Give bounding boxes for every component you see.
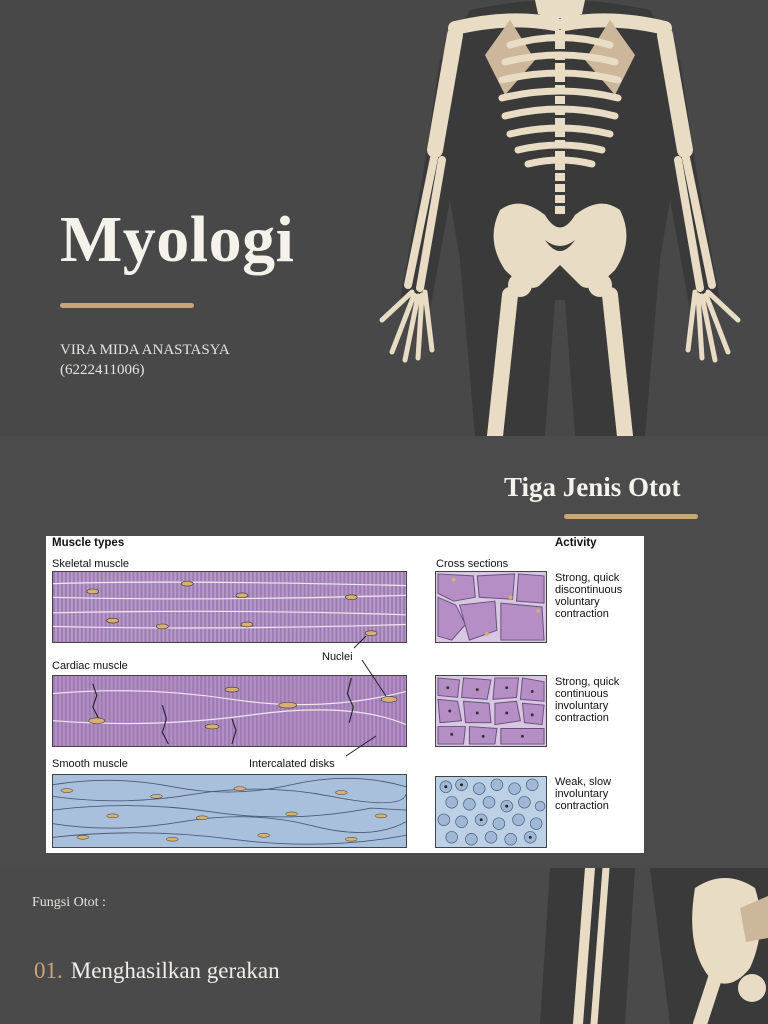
activity-line: contraction [555,608,609,620]
author-id: (6222411006) [60,362,145,378]
author-block: VIRA MIDA ANASTASYA (6222411006) [60,340,230,380]
muscle-types-figure: Muscle types Cross sections Activity Ske… [46,536,644,853]
title-underline [60,303,194,308]
label-smooth-muscle: Smooth muscle [52,758,128,770]
list-item: 01. Menghasilkan gerakan [34,958,280,984]
cardiac-cross-section [435,675,547,747]
activity-line: contraction [555,800,609,812]
figure-header-cross-sections: Cross sections [436,558,509,570]
activity-line: discontinuous [555,584,623,596]
activity-line: Weak, slow [555,776,612,788]
title-slide: Myologi VIRA MIDA ANASTASYA (6222411006) [0,0,768,436]
label-nuclei: Nuclei [322,651,353,663]
cardiac-muscle-strip [52,675,407,747]
figure-header-muscle-types: Muscle types [52,537,125,549]
activity-line: contraction [555,712,609,724]
skeleton-illustration [540,868,768,1024]
skeletal-cross-section [435,571,547,643]
activity-line: involuntary [555,788,609,800]
activity-smooth: Weak, slow involuntary contraction [555,776,611,812]
activity-cardiac: Strong, quick continuous involuntary con… [555,676,619,724]
label-intercalated-disks: Intercalated disks [249,758,335,770]
slide-title: Myologi [60,203,295,276]
activity-line: involuntary [555,700,609,712]
figure-header-activity: Activity [555,537,597,549]
item-text: Menghasilkan gerakan [70,958,280,983]
muscle-types-slide: Tiga Jenis Otot Muscle types Cross secti… [0,436,768,868]
author-name: VIRA MIDA ANASTASYA [60,342,230,358]
item-number: 01. [34,958,63,983]
smooth-cross-section [435,776,547,848]
skeletal-muscle-strip [52,571,407,643]
title-underline [564,514,698,519]
activity-line: Strong, quick [555,572,620,584]
activity-line: continuous [555,688,609,700]
functions-slide: Fungsi Otot : 01. Menghasilkan gerakan [0,868,768,1024]
slide-title: Tiga Jenis Otot [504,472,681,502]
activity-line: voluntary [555,596,600,608]
label-cardiac-muscle: Cardiac muscle [52,660,128,672]
activity-line: Strong, quick [555,676,620,688]
activity-skeletal: Strong, quick discontinuous voluntary co… [555,572,622,620]
smooth-muscle-strip [52,774,407,848]
skeleton-illustration [379,0,741,436]
label-skeletal-muscle: Skeletal muscle [52,558,130,570]
section-label: Fungsi Otot : [32,895,106,910]
